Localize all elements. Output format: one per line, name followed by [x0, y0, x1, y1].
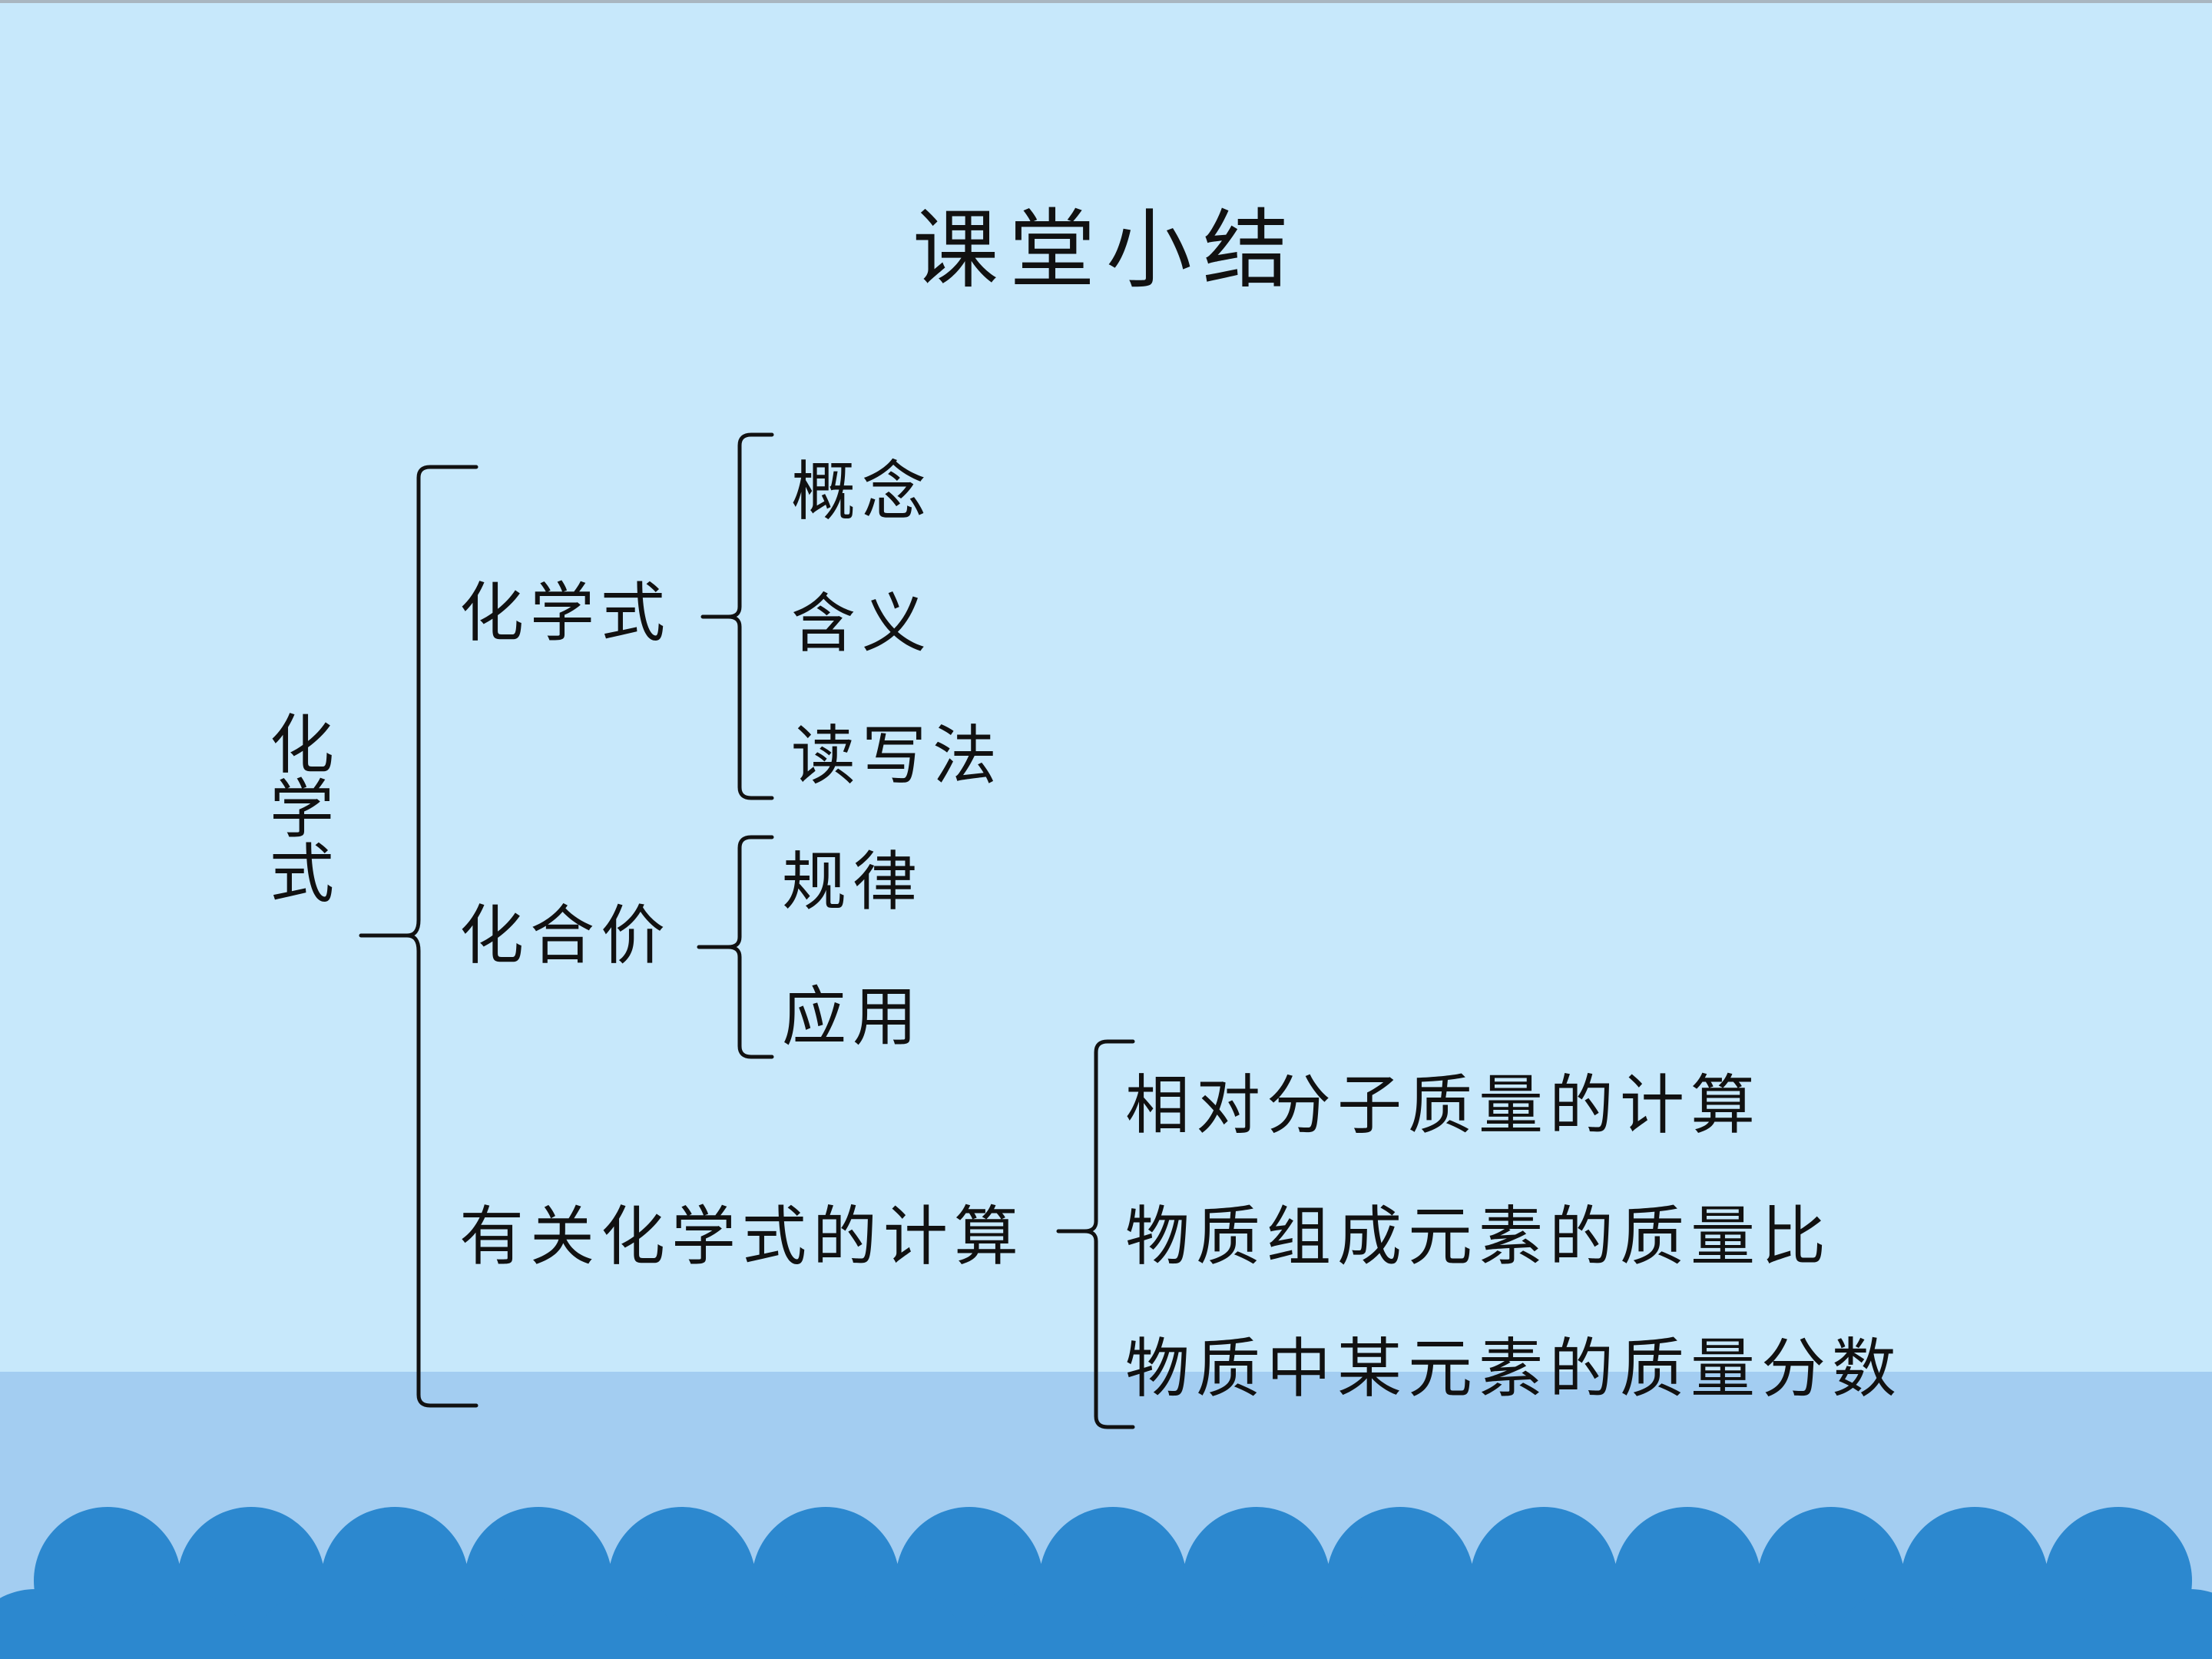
top-border: [0, 0, 2212, 3]
wave-front: [536, 1589, 684, 1659]
item-relative-molecular-mass: 相对分子质量的计算: [1125, 1068, 1762, 1143]
wave-front: [2116, 1589, 2212, 1659]
brace-calculation: [1056, 1039, 1135, 1429]
wave-front: [1829, 1589, 1976, 1659]
brace-valence: [697, 835, 774, 1059]
branch-label-calculation: 有关化学式的计算: [459, 1199, 1025, 1274]
wave-front: [1111, 1589, 1258, 1659]
wave-front: [0, 1589, 109, 1659]
item-mass-ratio: 物质组成元素的质量比: [1125, 1199, 1833, 1274]
wave-front: [1254, 1589, 1402, 1659]
wave-front: [1398, 1589, 1545, 1659]
item-application: 应用: [782, 979, 924, 1055]
page-title: 课堂小结: [912, 200, 1300, 300]
branch-label-chemical-formula: 化学式: [459, 575, 672, 651]
item-read-write: 读写法: [791, 718, 1004, 793]
item-concept: 概念: [791, 454, 933, 529]
wave-front: [105, 1589, 253, 1659]
item-meaning: 含义: [791, 586, 933, 661]
wave-front: [1541, 1589, 1689, 1659]
wave-front: [680, 1589, 827, 1659]
branch-label-valence: 化合价: [459, 898, 672, 973]
root-brace: [359, 465, 478, 1408]
wave-front: [1685, 1589, 1833, 1659]
root-label: 化学式: [269, 707, 334, 912]
item-mass-fraction: 物质中某元素的质量分数: [1125, 1331, 1903, 1406]
wave-front: [392, 1589, 540, 1659]
wave-front: [249, 1589, 396, 1659]
wave-front: [1972, 1589, 2120, 1659]
item-rules: 规律: [782, 844, 924, 919]
wave-front: [823, 1589, 971, 1659]
brace-chemical-formula: [700, 432, 774, 800]
wave-front: [967, 1589, 1114, 1659]
